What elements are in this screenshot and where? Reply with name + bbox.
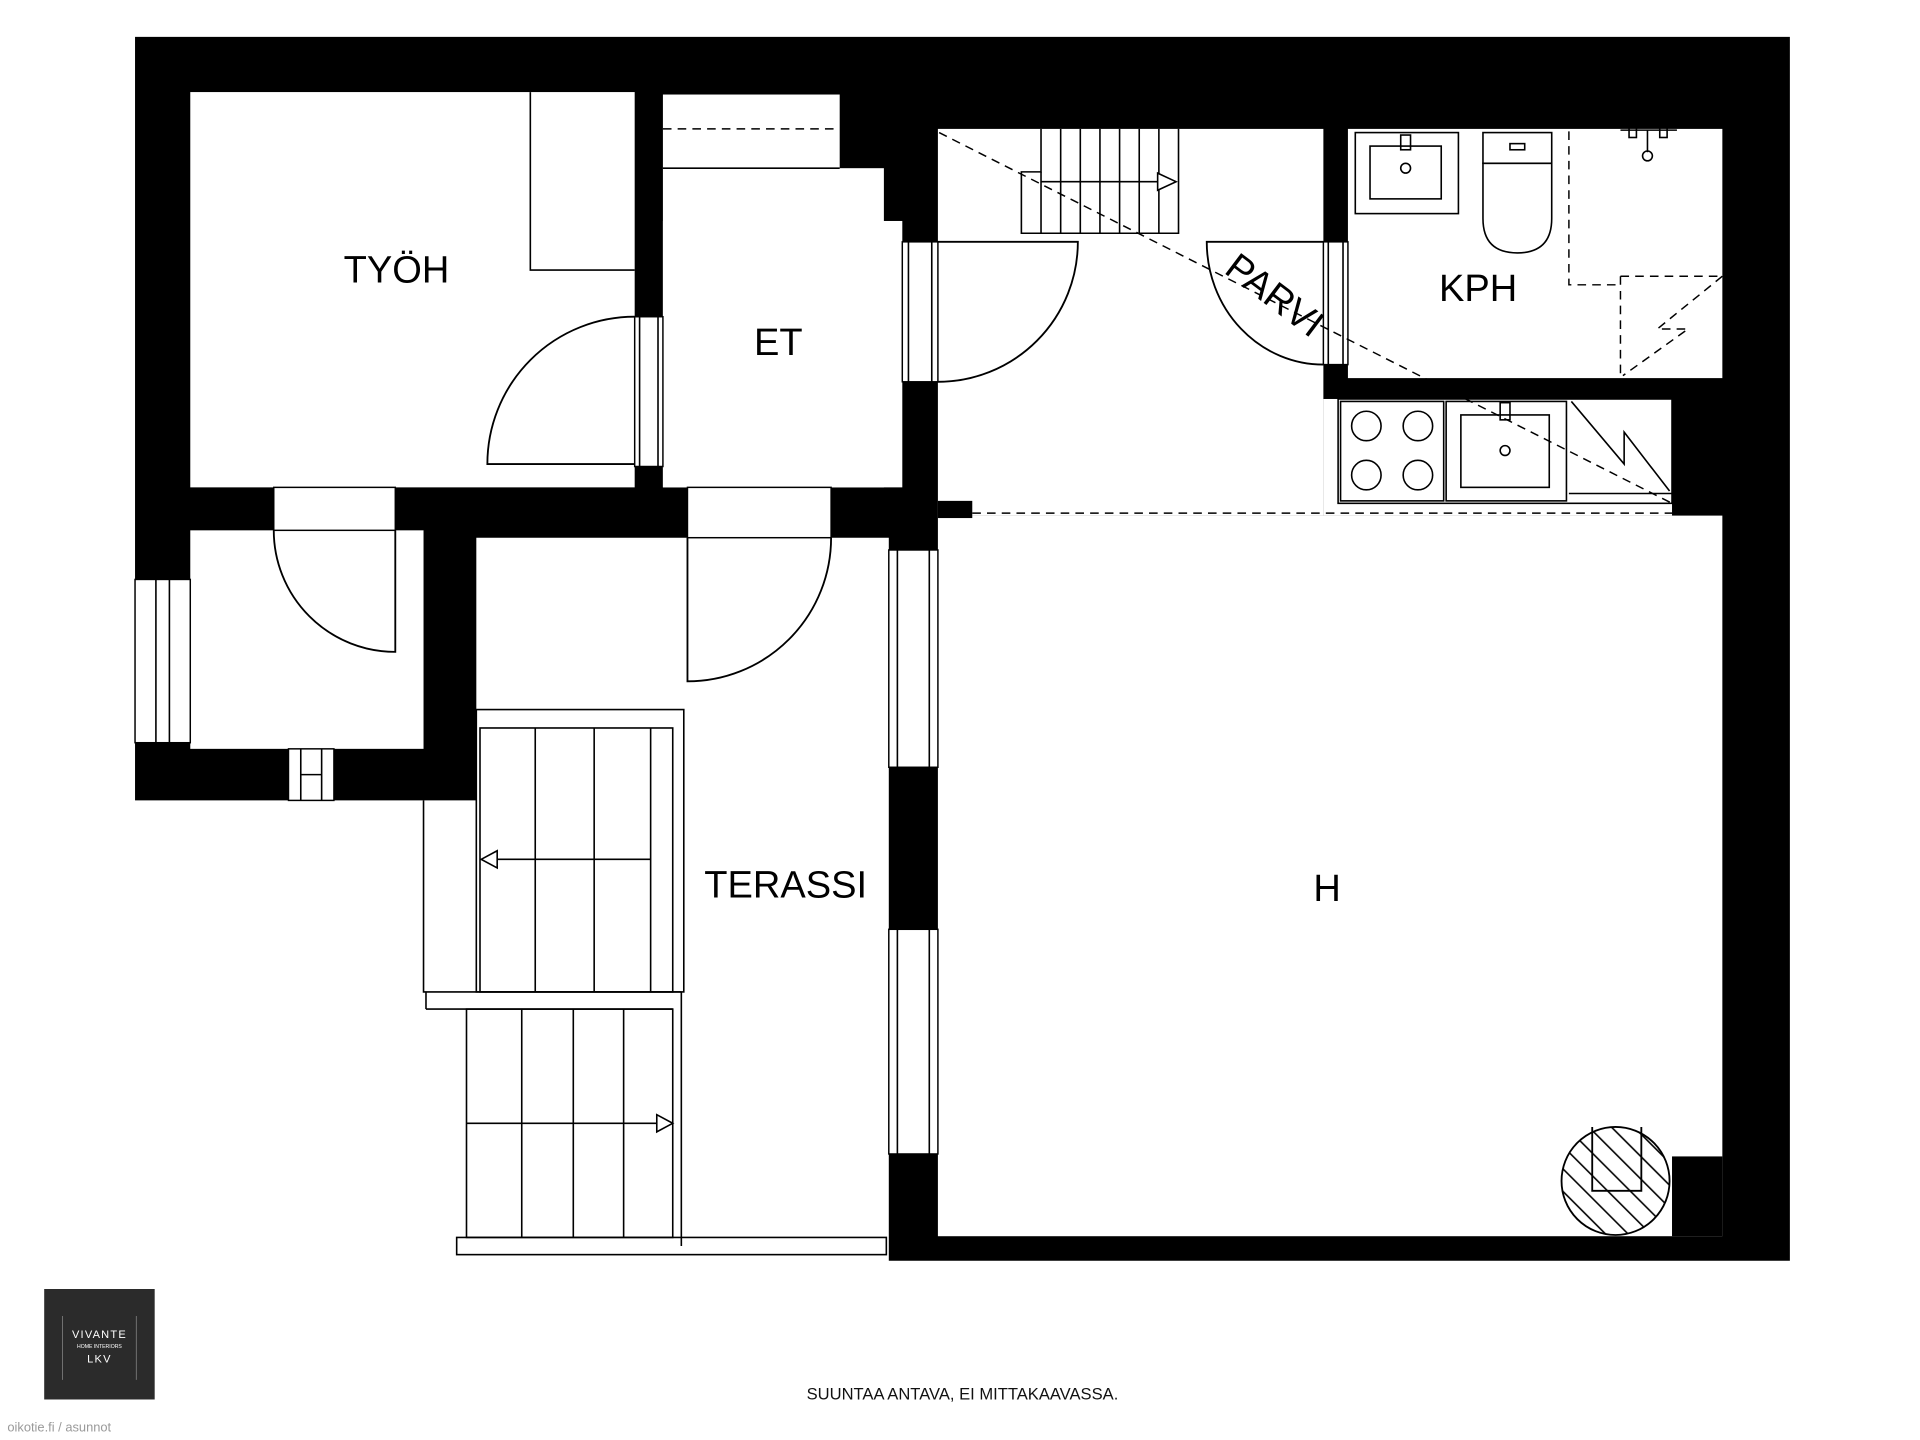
door-openings (273, 241, 1349, 539)
room-label-h: H (1313, 868, 1340, 910)
shower-valve-icon (1658, 125, 1668, 139)
fireplace-base (1672, 1156, 1723, 1237)
dashed-lines (662, 128, 1723, 514)
fireplace-icon (1560, 1126, 1671, 1236)
upper-stair-inner (479, 727, 674, 993)
shower-area-line (1568, 131, 1621, 286)
faucet-icon (1499, 401, 1511, 421)
terrace-stairs (422, 708, 888, 1256)
stair-outline (1020, 128, 1180, 235)
room-floor-small-room (190, 530, 424, 749)
bathroom-sink (1354, 131, 1460, 215)
room-floor-h (937, 515, 1723, 1237)
room-label-kph: KPH (1439, 268, 1517, 310)
stove-burner-icon (1402, 459, 1434, 491)
toilet-bowl (1482, 162, 1553, 254)
kitchen-stair-symbol (1570, 400, 1671, 492)
toilet-flush-icon (1509, 142, 1526, 151)
scale-disclaimer: SUUNTAA ANTAVA, EI MITTAKAAVASSA. (807, 1384, 1119, 1403)
faucet-icon (1399, 134, 1412, 151)
stair-arrow-icon (655, 1113, 675, 1134)
fireplace (1560, 1126, 1671, 1236)
room-floor-kph (1347, 128, 1723, 379)
terrace-edge-rail (455, 1236, 888, 1256)
bathroom-sink-basin (1369, 145, 1443, 200)
shower-valve-icon (1628, 125, 1638, 139)
window-h-terrace-north (888, 549, 939, 768)
room-floor-et (662, 220, 903, 488)
stove-burner-icon (1350, 459, 1382, 491)
door-swing-parvi (937, 240, 1079, 383)
window-h-terrace-south (888, 928, 939, 1155)
stair-arrow-icon (479, 849, 498, 870)
door-opening-tyoh-small-room (273, 486, 397, 532)
door-swing-kph (1205, 240, 1324, 366)
stove-burner-icon (1402, 410, 1434, 442)
room-floor-closet (662, 94, 840, 169)
logo-suffix: LKV (87, 1354, 112, 1366)
stove (1339, 400, 1445, 502)
door-swings (272, 240, 1324, 683)
door-opening-et-terrace (686, 486, 832, 539)
sink-drain-icon (1499, 444, 1511, 457)
logo-name: VIVANTE (72, 1329, 127, 1341)
door-swing-terrace (686, 537, 833, 683)
fireplace-inner-outline (1591, 1126, 1643, 1192)
door-opening-kph (1322, 241, 1349, 366)
counter-outline (1337, 398, 1673, 505)
room-floors (190, 92, 1723, 1237)
sink-drain-icon (1399, 162, 1412, 174)
room-floor-parvi (937, 128, 1324, 516)
source-watermark: oikotie.fi / asunnot (7, 1419, 111, 1434)
roof-slope-line (938, 131, 1673, 504)
attic-stairs (1020, 128, 1180, 235)
wall-notch (937, 500, 973, 519)
stair-arrow-icon (1156, 171, 1178, 192)
shower-slope-line (1622, 275, 1723, 377)
room-label-tyoh: TYÖH (344, 249, 450, 291)
room-floor-kitchen (1323, 398, 1673, 516)
window-small-room-west (134, 578, 192, 744)
company-logo: VIVANTE HOME INTERIORS LKV (44, 1289, 155, 1400)
stove-burner-icon (1350, 410, 1382, 442)
room-label-terassi: TERASSI (704, 864, 867, 906)
bathroom-fixtures (1354, 125, 1677, 254)
door-swing-tyoh (486, 315, 635, 465)
door-swing-small-room (272, 530, 397, 653)
shower-head-icon (1641, 150, 1654, 162)
kitchen-sink (1445, 400, 1568, 502)
windows (134, 549, 939, 1155)
kitchen-counter (1337, 398, 1673, 505)
logo-tagline: HOME INTERIORS (77, 1344, 122, 1350)
wardrobe-outline (529, 92, 635, 271)
room-label-et: ET (754, 322, 803, 364)
kitchen-sink-basin (1460, 414, 1551, 489)
room-floor-tyoh (190, 92, 635, 488)
